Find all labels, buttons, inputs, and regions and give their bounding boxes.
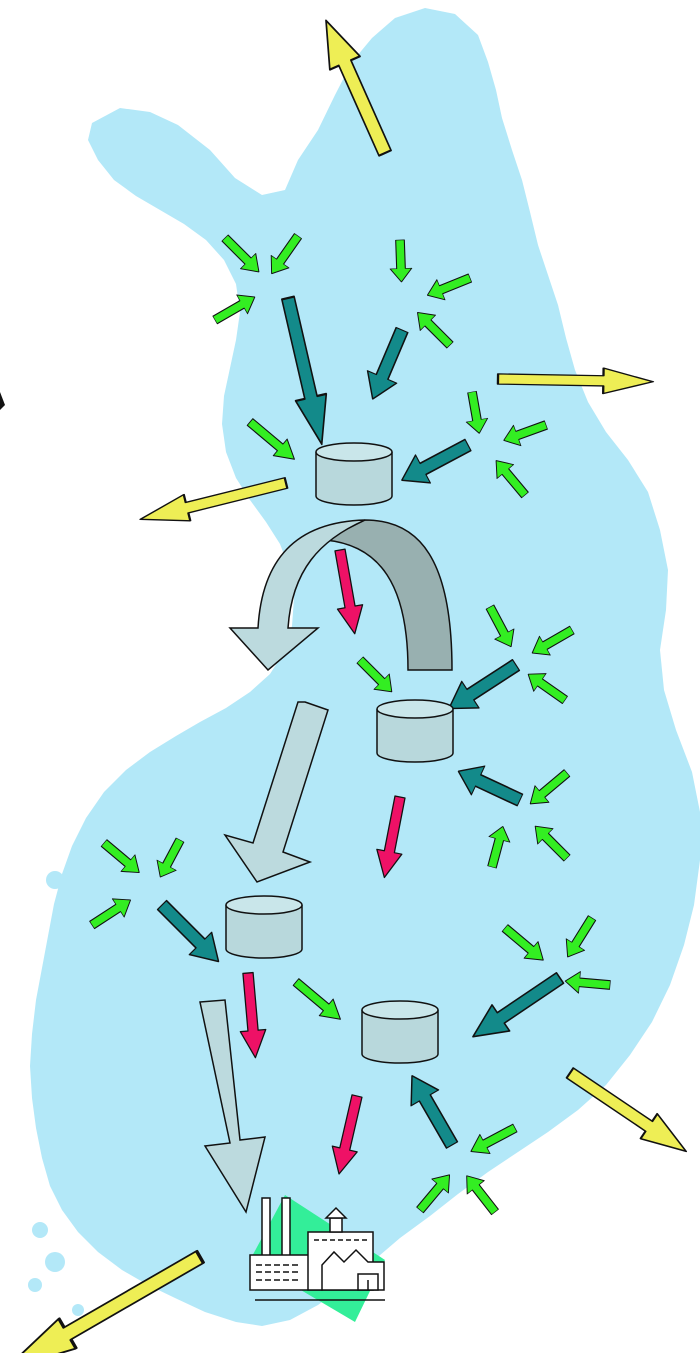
storage-cylinder-icon	[225, 895, 303, 959]
curved-flow-arrow	[228, 519, 366, 672]
edge-arrow-tip	[0, 392, 5, 410]
pale-flow-arrow-mid	[223, 701, 329, 883]
factory-icon	[249, 1195, 385, 1322]
storage-cylinder-icon	[315, 442, 393, 506]
storage-cylinder-icon	[361, 1000, 439, 1064]
export-arrow-southeast	[560, 1059, 696, 1165]
coastal-islands	[28, 871, 84, 1316]
storage-cylinder-icon	[376, 699, 454, 763]
pale-flow-arrow-south	[199, 999, 266, 1214]
